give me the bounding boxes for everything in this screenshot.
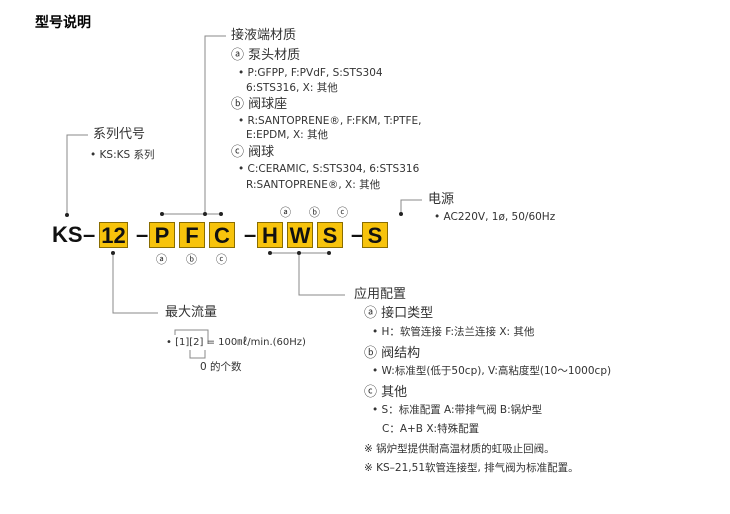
flow-line1: • [1][2] = 100㎖/min.(60Hz) (166, 337, 306, 348)
config-a-title: ⓐ 接口类型 (364, 306, 434, 321)
config-c-title: ⓒ 其他 (364, 385, 408, 400)
marker-a: ⓐ (156, 253, 167, 266)
config-b-line1: • W:标准型(低于50cp), V:高粘度型(10～1000cp) (372, 365, 612, 377)
marker-b: ⓑ (186, 253, 197, 266)
config-heading: 应用配置 (354, 287, 407, 302)
page-title: 型号说明 (35, 15, 91, 31)
flow-heading: 最大流量 (165, 305, 218, 320)
marker-b: ⓑ (309, 206, 320, 219)
code-prefix: KS (52, 222, 83, 247)
wetted-b-line2: E:EPDM, X: 其他 (246, 129, 329, 141)
power-heading: 电源 (428, 192, 455, 207)
code-connection-box: H (257, 222, 283, 248)
config-b-title: ⓑ 阀结构 (364, 346, 421, 361)
marker-c: ⓒ (337, 206, 348, 219)
wetted-a-title: ⓐ 泵头材质 (231, 48, 301, 63)
code-valveseat-box: F (179, 222, 205, 248)
series-line1: • KS:KS 系列 (90, 149, 155, 161)
marker-a: ⓐ (280, 206, 291, 219)
wetted-c-line1: • C:CERAMIC, S:STS304, 6:STS316 (238, 163, 420, 175)
wetted-c-line2: R:SANTOPRENE®, X: 其他 (246, 179, 381, 191)
config-c-line1: • S：标准配置 A:带排气阀 B:锅炉型 (372, 404, 543, 416)
wetted-b-title: ⓑ 阀球座 (231, 97, 288, 112)
code-pumphead-box: P (149, 222, 175, 248)
series-heading: 系列代号 (93, 127, 146, 142)
code-flow-box: 12 (99, 222, 128, 248)
code-dash: – (83, 222, 96, 247)
config-a-line1: • H：软管连接 F:法兰连接 X: 其他 (372, 326, 535, 338)
wetted-heading: 接液端材质 (231, 28, 297, 43)
code-dash: – (136, 222, 149, 247)
config-c-line2: C：A+B X:特殊配置 (382, 423, 480, 435)
power-line1: • AC220V, 1ø, 50/60Hz (434, 211, 556, 223)
config-note1: ※ 锅炉型提供耐高温材质的虹吸止回阀。 (364, 443, 555, 455)
marker-c: ⓒ (216, 253, 227, 266)
code-valvestructure-box: W (287, 222, 313, 248)
code-valveball-box: C (209, 222, 235, 248)
code-other-box: S (317, 222, 343, 248)
wetted-a-line1: • P:GFPP, F:PVdF, S:STS304 (238, 67, 383, 79)
config-note2: ※ KS–21,51软管连接型, 排气阀为标准配置。 (364, 462, 579, 474)
wetted-c-title: ⓒ 阀球 (231, 145, 275, 160)
code-dash: – (244, 222, 257, 247)
flow-note: 0 的个数 (200, 361, 242, 373)
wetted-b-line1: • R:SANTOPRENE®, F:FKM, T:PTFE, (238, 115, 422, 127)
wetted-a-line2: 6:STS316, X: 其他 (246, 82, 338, 94)
code-dash: – (351, 222, 364, 247)
code-power-box: S (362, 222, 388, 248)
